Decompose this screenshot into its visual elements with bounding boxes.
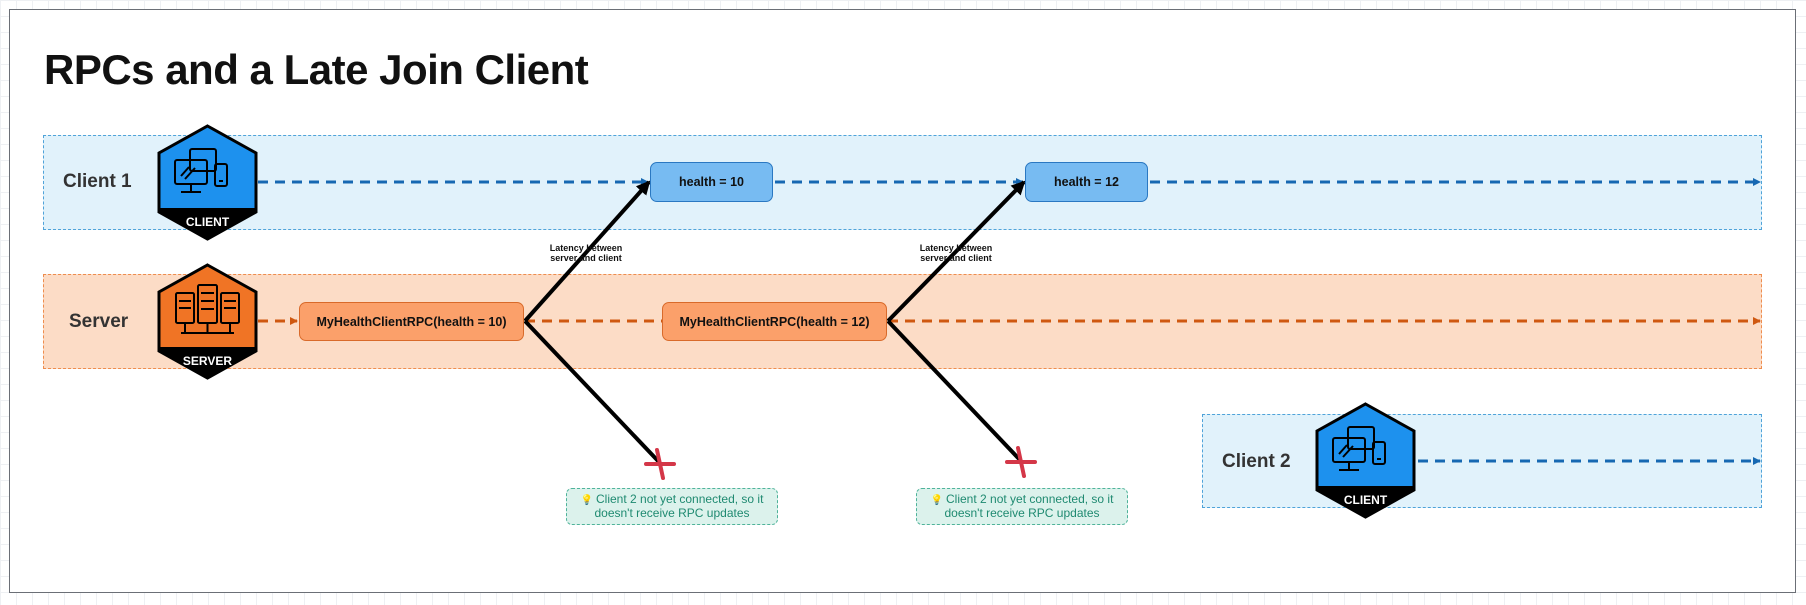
page-title: RPCs and a Late Join Client xyxy=(44,46,589,93)
svg-text:SERVER: SERVER xyxy=(183,354,232,368)
client2-lane xyxy=(1202,414,1762,508)
server-lane-label: Server xyxy=(69,311,129,332)
devices-icon xyxy=(174,148,228,193)
svg-text:CLIENT: CLIENT xyxy=(186,215,230,229)
client2-note: 💡Client 2 not yet connected, so it doesn… xyxy=(566,488,778,525)
server-rpc-box: MyHealthClientRPC(health = 12) xyxy=(662,302,887,341)
server-badge: SERVER xyxy=(157,263,258,380)
server-rack-icon xyxy=(175,284,240,334)
client2-lane-label: Client 2 xyxy=(1222,451,1291,472)
rpc1-to-client2-failed xyxy=(523,319,662,465)
devices-icon xyxy=(1332,426,1386,471)
client2-note: 💡Client 2 not yet connected, so it doesn… xyxy=(916,488,1128,525)
server-rpc-box: MyHealthClientRPC(health = 10) xyxy=(299,302,524,341)
red-x-icon xyxy=(1005,446,1037,478)
client2-badge: CLIENT xyxy=(1315,402,1416,519)
lightbulb-icon: 💡 xyxy=(930,495,943,506)
rpc1-to-client1-arrow xyxy=(523,180,651,323)
lightbulb-icon: 💡 xyxy=(580,495,593,506)
red-x-icon xyxy=(644,448,676,480)
client1-health-box: health = 10 xyxy=(650,162,773,202)
client1-badge: CLIENT xyxy=(157,124,258,241)
rpc2-to-client2-failed xyxy=(886,319,1023,463)
svg-text:CLIENT: CLIENT xyxy=(1344,493,1388,507)
rpc2-to-client1-arrow xyxy=(886,180,1026,323)
client1-health-box: health = 12 xyxy=(1025,162,1148,202)
client1-lane-label: Client 1 xyxy=(63,171,132,192)
